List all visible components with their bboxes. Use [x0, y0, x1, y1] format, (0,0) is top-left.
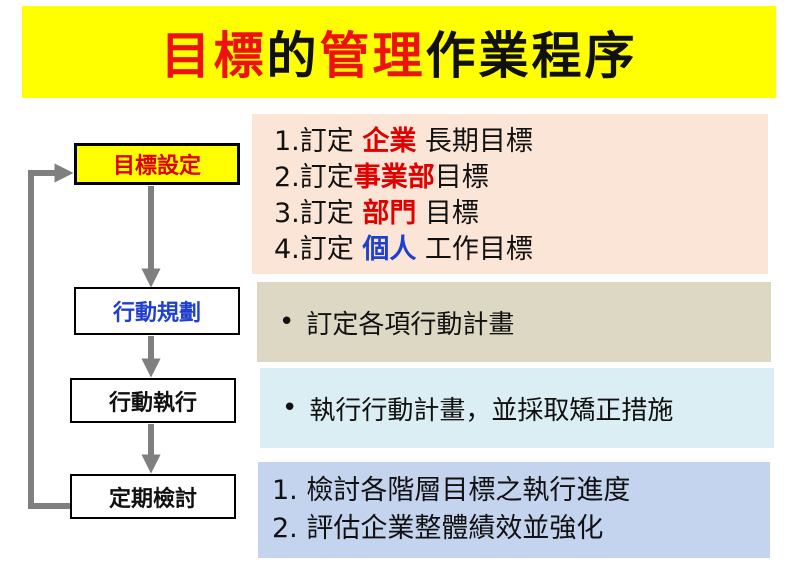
panel-goal-setting: 1.訂定 企業 長期目標 2.訂定事業部目標 3.訂定 部門 目標 4.訂定 個…	[252, 114, 768, 274]
goal-line-suffix: 目標	[416, 198, 479, 229]
step-periodic-review: 定期檢討	[70, 474, 236, 519]
execution-text: 執行行動計畫，並採取矯正措施	[309, 395, 674, 426]
step-goal-setting: 目標設定	[74, 143, 240, 185]
goal-line-prefix: 4.訂定	[274, 234, 363, 265]
title-part-4: 作業程序	[425, 27, 638, 85]
bullet-icon: •	[279, 307, 295, 337]
review-line-1: 1. 檢討各階層目標之執行進度	[272, 475, 631, 506]
title-part-1: 目標	[160, 27, 267, 85]
goal-line-1: 1.訂定 企業 長期目標	[274, 124, 768, 160]
goal-line-prefix: 3.訂定	[274, 198, 363, 229]
panel-periodic-review: 1. 檢討各階層目標之執行進度 2. 評估企業整體績效並強化	[258, 462, 770, 558]
goal-line-4: 4.訂定 個人 工作目標	[274, 232, 768, 268]
goal-line-prefix: 1.訂定	[274, 126, 363, 157]
goal-line-highlight: 個人	[362, 234, 417, 265]
goal-line-suffix: 長期目標	[416, 126, 533, 157]
goal-line-2: 2.訂定事業部目標	[274, 160, 768, 196]
panel-action-planning: • 訂定各項行動計畫	[257, 282, 771, 362]
title-part-2: 的	[266, 27, 320, 85]
step-action-planning: 行動規劃	[74, 287, 240, 335]
goal-line-prefix: 2.訂定	[274, 162, 354, 193]
goal-line-suffix: 工作目標	[416, 234, 533, 265]
step-action-execution: 行動執行	[70, 378, 236, 423]
goal-line-highlight: 部門	[362, 198, 417, 229]
bullet-icon: •	[282, 393, 298, 423]
goal-line-highlight: 事業部	[353, 162, 435, 193]
goal-line-suffix: 目標	[434, 162, 489, 193]
title-part-3: 管理	[319, 27, 426, 85]
goal-line-3: 3.訂定 部門 目標	[274, 196, 768, 232]
planning-text: 訂定各項行動計畫	[306, 309, 515, 340]
goal-line-highlight: 企業	[362, 126, 417, 157]
page-title: 目標的管理作業程序	[22, 6, 776, 98]
review-line-2: 2. 評估企業整體績效並強化	[272, 513, 604, 544]
arrow-review-loop-back	[28, 163, 74, 509]
panel-action-execution: • 執行行動計畫，並採取矯正措施	[260, 368, 774, 448]
